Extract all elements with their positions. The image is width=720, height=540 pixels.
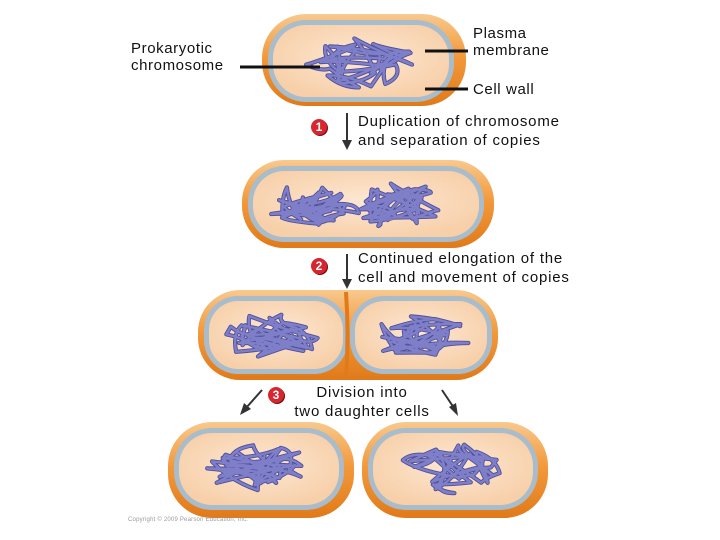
plasma-membrane-label: Plasma membrane [473,25,550,59]
chromosome-strand [380,315,470,356]
dividing-cell [198,290,498,380]
original-cell [262,14,466,106]
chromosome-strand [270,186,360,226]
daughter-cell-right [362,422,548,518]
chromosome-strand [225,313,319,358]
chromosome-copy-left [269,185,361,227]
cytoplasm-right [355,301,487,369]
chromosome-copy-right [358,181,441,229]
step-line: two daughter cells [294,403,430,420]
prokaryotic-chromosome-label: Prokaryotic chromosome [131,40,224,74]
chromosome-copy-right [379,314,471,357]
chromosome [205,443,304,493]
label-line: Prokaryotic [131,40,213,57]
label-line: Plasma [473,25,527,42]
step-2-arrow [342,254,352,289]
chromosome-strand [359,182,440,228]
chromosome-strand [304,37,414,89]
chromosome [304,36,415,90]
step-line: Continued elongation of the [358,250,564,267]
septum [344,291,350,379]
chromosome-copy-left [224,312,320,359]
step-3-description: Division into two daughter cells [282,383,442,421]
step-2-badge: 2 [311,258,327,274]
step-2-description: Continued elongation of the cell and mov… [358,249,570,287]
cytoplasm [273,25,449,97]
daughter-cell-left [168,422,354,518]
label-line: membrane [473,42,550,59]
chromosome-strand [206,444,303,492]
step-line: cell and movement of copies [358,269,570,286]
chromosome [400,442,502,496]
step-3-badge: 3 [268,387,284,403]
step-line: and separation of copies [358,132,541,149]
step-1-badge: 1 [311,119,327,135]
step-1-description: Duplication of chromosome and separation… [358,112,560,150]
step-1-arrow [342,113,352,150]
chromosome-strand [401,443,501,495]
copyright-notice: Copyright © 2009 Pearson Education, Inc. [128,517,249,523]
cell-wall-label: Cell wall [473,81,535,98]
step-3-arrow-left [240,389,263,415]
step-line: Division into [316,384,408,401]
step-3-arrow-right [441,389,458,416]
label-line: chromosome [131,57,224,74]
step-line: Duplication of chromosome [358,113,560,130]
elongated-cell [242,160,494,248]
